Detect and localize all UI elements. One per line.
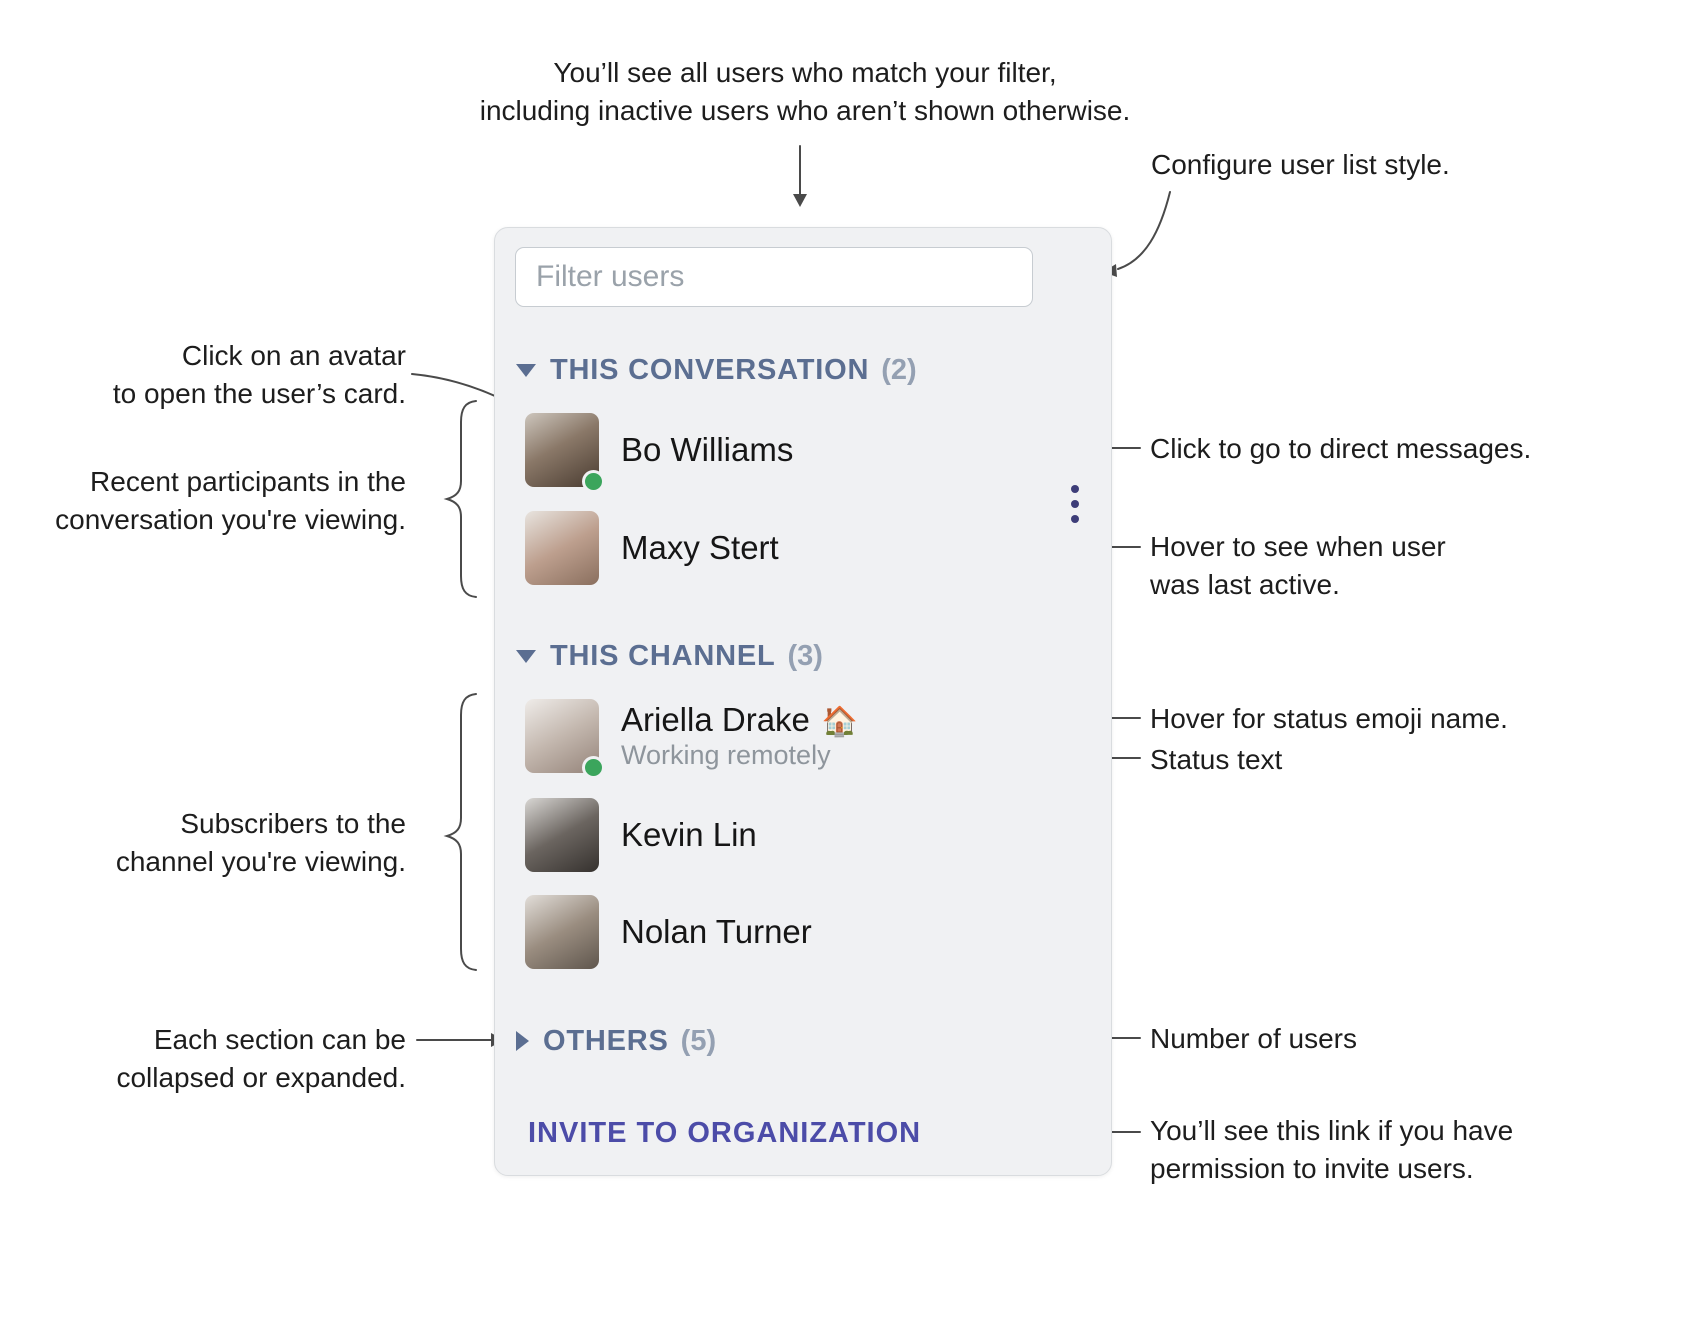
user-name: Bo Williams <box>621 431 794 468</box>
avatar[interactable] <box>525 413 605 493</box>
annotation-last-active-note: Hover to see when user was last active. <box>1150 531 1446 600</box>
user-row-ariella-drake[interactable]: Ariella Drake 🏠 Working remotely <box>525 699 859 779</box>
annotation-invite-note: You’ll see this link if you have permiss… <box>1150 1115 1514 1184</box>
user-row-kevin-lin[interactable]: Kevin Lin <box>525 798 757 872</box>
annotation-avatar-note: Click on an avatar to open the user’s ca… <box>112 340 406 409</box>
user-name: Nolan Turner <box>621 913 812 950</box>
collapse-triangle-down-icon <box>516 649 536 663</box>
collapse-triangle-down-icon <box>516 363 536 377</box>
annotation-status-text-note: Status text <box>1150 744 1283 775</box>
user-name: Maxy Stert <box>621 529 779 566</box>
section-header-others[interactable]: OTHERS (5) <box>516 1023 716 1059</box>
online-status-dot <box>582 470 605 493</box>
collapse-triangle-right-icon <box>516 1031 529 1051</box>
annotation-subscribers-note: Subscribers to the channel you're viewin… <box>115 808 406 877</box>
annotation-dm-note: Click to go to direct messages. <box>1150 433 1532 464</box>
brace-participants <box>443 400 477 598</box>
annotation-filter-note: You’ll see all users who match your filt… <box>479 57 1131 126</box>
section-count: (5) <box>680 1024 717 1057</box>
online-status-dot <box>582 756 605 779</box>
section-count: (2) <box>881 353 917 386</box>
user-name: Kevin Lin <box>621 816 757 853</box>
avatar[interactable] <box>525 895 599 969</box>
user-list-style-menu-button[interactable] <box>1055 474 1095 534</box>
annotation-collapse-note: Each section can be collapsed or expande… <box>116 1024 406 1093</box>
filter-users-input[interactable] <box>515 247 1033 307</box>
annotation-configure-note: Configure user list style. <box>1151 149 1450 180</box>
user-row-maxy-stert[interactable]: Maxy Stert <box>525 511 779 585</box>
user-list-panel: THIS CONVERSATION (2) Bo Williams Maxy S… <box>494 227 1112 1176</box>
annotation-status-emoji-note: Hover for status emoji name. <box>1150 703 1508 734</box>
annotation-participants-note: Recent participants in the conversation … <box>55 466 406 535</box>
kebab-vertical-icon <box>1071 485 1079 493</box>
section-count: (3) <box>787 639 823 672</box>
status-emoji-house-icon[interactable]: 🏠 <box>821 706 859 738</box>
user-row-nolan-turner[interactable]: Nolan Turner <box>525 895 812 969</box>
user-name: Ariella Drake <box>621 701 810 738</box>
connector-collapse-note <box>416 1033 504 1047</box>
section-header-this-channel[interactable]: THIS CHANNEL (3) <box>516 638 823 674</box>
section-label: THIS CHANNEL <box>550 639 776 672</box>
avatar[interactable] <box>525 699 605 779</box>
avatar[interactable] <box>525 511 599 585</box>
connector-configure-note <box>1103 191 1171 277</box>
annotation-user-count-note: Number of users <box>1150 1023 1357 1054</box>
invite-to-organization-link[interactable]: INVITE TO ORGANIZATION <box>528 1116 922 1149</box>
section-header-this-conversation[interactable]: THIS CONVERSATION (2) <box>516 352 917 388</box>
user-row-bo-williams[interactable]: Bo Williams <box>525 413 794 493</box>
section-label: THIS CONVERSATION <box>550 353 870 386</box>
user-status-text: Working remotely <box>621 740 831 770</box>
avatar[interactable] <box>525 798 599 872</box>
connector-filter-note <box>793 145 807 207</box>
brace-subscribers <box>443 693 477 971</box>
section-label: OTHERS <box>543 1024 669 1057</box>
